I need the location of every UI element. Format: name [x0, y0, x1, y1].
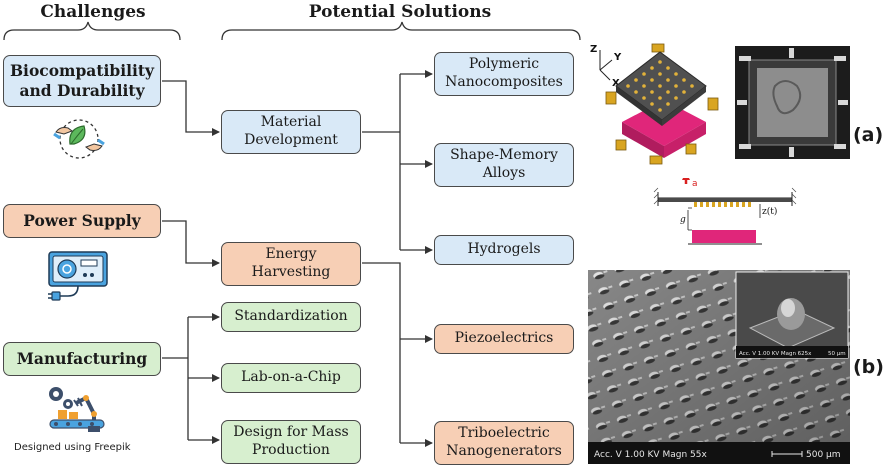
solution-lab-on-a-chip: Lab-on-a-Chip — [221, 363, 361, 393]
solution-polymeric-nanocomposites: Polymeric Nanocomposites — [434, 52, 574, 96]
solution-energy-harvesting: Energy Harvesting — [221, 242, 361, 286]
solution-design-for-mass-production: Design for Mass Production — [221, 420, 361, 464]
solution-shape-memory-alloys: Shape-Memory Alloys — [434, 143, 574, 187]
axis-x-label: X — [612, 78, 620, 89]
accel-label: a — [692, 179, 698, 189]
figure-label-a: (a) — [853, 124, 884, 146]
solutions-heading: Potential Solutions — [308, 2, 492, 22]
sem-micrograph: Acc. V 1.00 KV Magn 625x 50 µm Acc. V 1.… — [588, 270, 850, 464]
solutions-brace — [221, 21, 581, 41]
challenges-brace — [3, 21, 181, 41]
leaf-hands-icon — [53, 119, 105, 159]
sem-main-scale: 500 µm — [806, 450, 841, 460]
solution-standardization: Standardization — [221, 302, 361, 332]
manufacturing-robot-icon — [49, 387, 105, 432]
cantilever-schematic: a g z(t) — [653, 178, 797, 245]
solution-hydrogels: Hydrogels — [434, 235, 574, 265]
solution-piezoelectrics: Piezoelectrics — [434, 324, 574, 354]
power-supply-icon — [48, 251, 108, 301]
chip-3d-render: Z Y X — [590, 43, 719, 165]
axis-y-label: Y — [613, 52, 622, 63]
sem-inset-info: Acc. V 1.00 KV Magn 625x — [739, 351, 812, 357]
displacement-label: z(t) — [762, 206, 777, 217]
challenge-power-supply: Power Supply — [3, 204, 161, 238]
sem-main-info: Acc. V 1.00 KV Magn 55x — [594, 450, 707, 460]
axis-z-label: Z — [590, 44, 597, 55]
sem-inset-scale: 50 µm — [828, 351, 846, 357]
solution-material-development: Material Development — [221, 110, 361, 154]
gap-label: g — [680, 215, 686, 225]
freepik-credit: Designed using Freepik — [14, 442, 131, 453]
challenges-heading: Challenges — [40, 2, 146, 22]
figure-label-b: (b) — [853, 356, 884, 378]
challenge-biocompatibility: Biocompatibility and Durability — [3, 55, 161, 107]
challenge-manufacturing: Manufacturing — [3, 342, 161, 376]
solution-triboelectric-nanogenerators: Triboelectric Nanogenerators — [434, 421, 574, 465]
chip-top-micrograph — [735, 46, 850, 159]
